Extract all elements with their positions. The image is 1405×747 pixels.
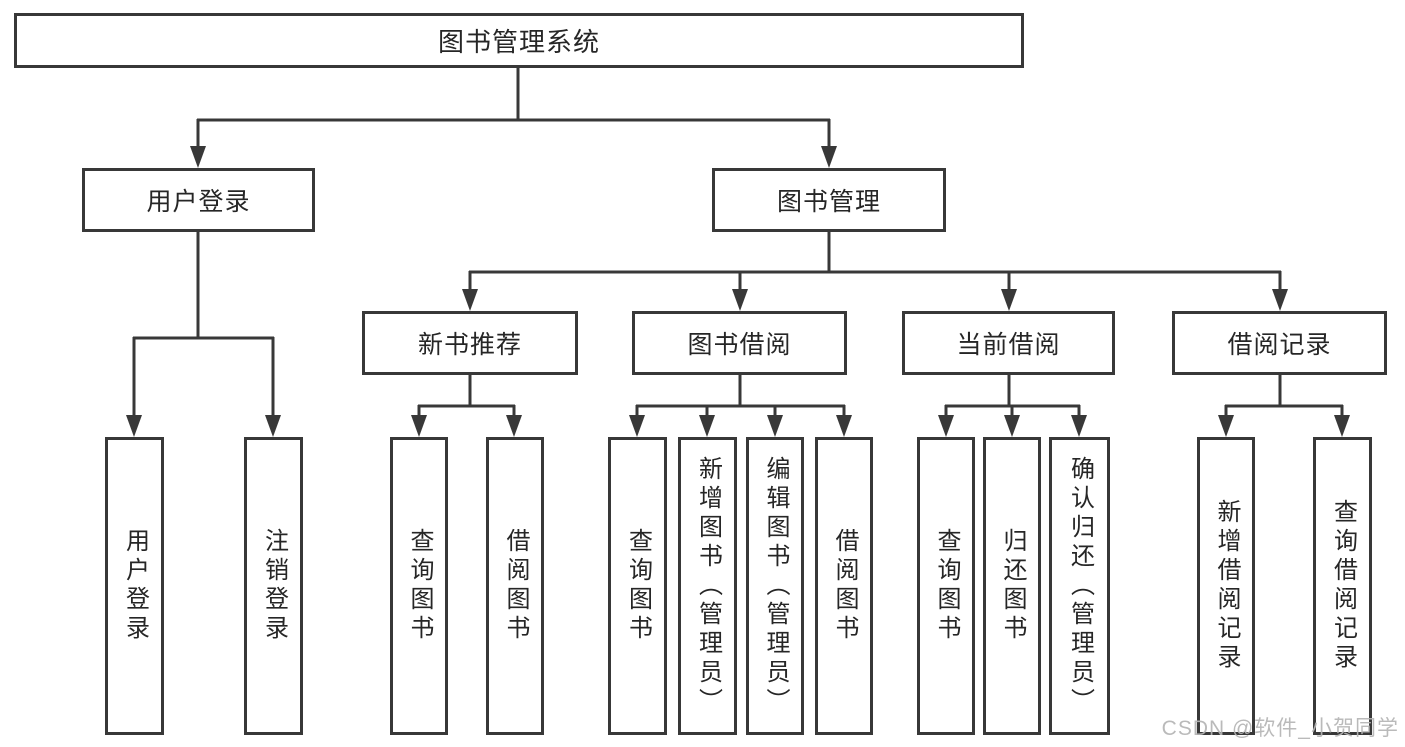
node-label: 编辑图书（管理员）	[762, 455, 789, 717]
node-label: 查询借阅记录	[1329, 499, 1357, 673]
leaf-confirm-return-admin: 确认归还（管理员）	[1049, 437, 1110, 735]
node-label: 借阅图书	[502, 528, 529, 644]
node-borrow-records: 借阅记录	[1172, 311, 1387, 375]
leaf-borrow-books-recommend: 借阅图书	[486, 437, 544, 735]
node-label: 确认归还（管理员）	[1066, 455, 1094, 717]
node-label: 图书管理	[776, 188, 881, 216]
leaf-query-borrow-record: 查询借阅记录	[1313, 437, 1372, 735]
csdn-watermark: CSDN @软件_小贺同学	[1161, 717, 1399, 740]
node-book-borrow: 图书借阅	[632, 311, 847, 375]
leaf-query-books-current: 查询图书	[917, 437, 975, 735]
leaf-add-borrow-record: 新增借阅记录	[1197, 437, 1255, 735]
node-label: 当前借阅	[956, 331, 1061, 359]
node-current-borrow: 当前借阅	[902, 311, 1115, 375]
node-label: 图书借阅	[687, 331, 792, 359]
node-label: 新增借阅记录	[1213, 499, 1240, 673]
leaf-edit-books-admin: 编辑图书（管理员）	[746, 437, 804, 735]
node-label: 用户登录	[146, 188, 251, 216]
node-user-login: 用户登录	[82, 168, 315, 232]
leaf-add-books-admin: 新增图书（管理员）	[678, 437, 737, 735]
node-new-book-recommend: 新书推荐	[362, 311, 578, 375]
node-label: 注销登录	[260, 528, 288, 644]
node-label: 新书推荐	[417, 331, 522, 359]
leaf-query-books-recommend: 查询图书	[390, 437, 448, 735]
node-label: 查询图书	[406, 528, 433, 644]
node-library-system: 图书管理系统	[14, 13, 1024, 68]
leaf-user-login: 用户登录	[105, 437, 164, 735]
node-label: 借阅图书	[831, 528, 858, 644]
leaf-return-books: 归还图书	[983, 437, 1041, 735]
node-label: 查询图书	[624, 528, 652, 644]
node-book-management: 图书管理	[712, 168, 946, 232]
node-label: 用户登录	[121, 528, 149, 644]
leaf-borrow-books: 借阅图书	[815, 437, 873, 735]
node-label: 查询图书	[933, 528, 960, 644]
leaf-logout: 注销登录	[244, 437, 303, 735]
node-label: 新增图书（管理员）	[694, 455, 722, 717]
node-label: 归还图书	[999, 528, 1026, 644]
node-label: 图书管理系统	[437, 27, 600, 57]
node-label: 借阅记录	[1227, 331, 1332, 359]
leaf-query-books-borrow: 查询图书	[608, 437, 667, 735]
